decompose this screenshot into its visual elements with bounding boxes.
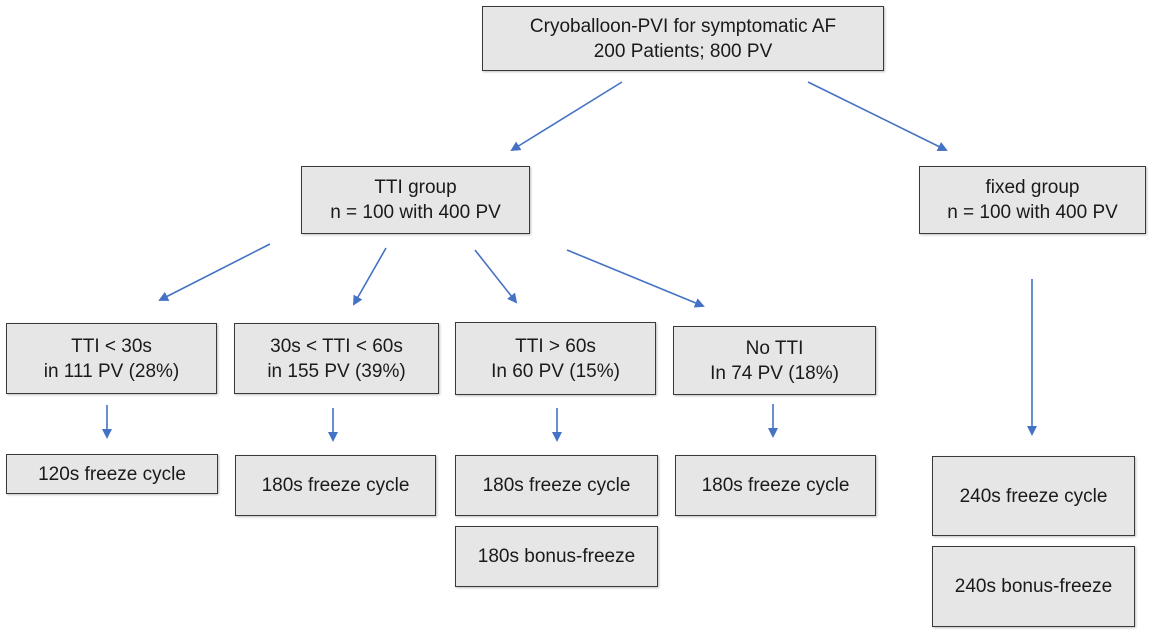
freeze-label: 180s freeze cycle xyxy=(482,475,631,496)
tti-group-title: TTI group xyxy=(374,177,457,198)
fixed-group-title: fixed group xyxy=(985,177,1080,198)
bonus-freeze-label: 240s bonus-freeze xyxy=(954,576,1113,597)
freeze-box-gt60: 180s freeze cycle xyxy=(455,455,658,516)
subgroup-label: TTI > 60s xyxy=(515,335,596,357)
root-subtitle: 200 Patients; 800 PV xyxy=(593,40,773,62)
freeze-label: 120s freeze cycle xyxy=(38,463,186,485)
arrow-tti-to-none xyxy=(566,249,705,308)
freeze-box-none: 180s freeze cycle xyxy=(675,455,876,516)
bonus-freeze-box-fixed: 240s bonus-freeze xyxy=(932,546,1135,627)
freeze-label: 180s freeze cycle xyxy=(261,475,410,496)
freeze-label: 240s freeze cycle xyxy=(959,485,1108,507)
fixed-group-box: fixed group n = 100 with 400 PV xyxy=(919,166,1146,234)
subgroup-box-none: No TTI In 74 PV (18%) xyxy=(673,326,876,395)
subgroup-label: No TTI xyxy=(745,337,804,359)
freeze-label: 180s freeze cycle xyxy=(701,475,850,496)
arrow-root-to-tti xyxy=(510,81,623,152)
subgroup-count: In 74 PV (18%) xyxy=(710,362,839,384)
bonus-freeze-box-gt60: 180s bonus-freeze xyxy=(455,526,658,587)
tti-group-box: TTI group n = 100 with 400 PV xyxy=(301,166,530,234)
subgroup-count: in 155 PV (39%) xyxy=(267,360,406,382)
subgroup-box-30to60: 30s < TTI < 60s in 155 PV (39%) xyxy=(234,323,439,394)
arrow-tti-to-gt60 xyxy=(474,249,518,304)
root-title: Cryoballoon-PVI for symptomatic AF xyxy=(529,15,837,37)
freeze-box-30to60: 180s freeze cycle xyxy=(235,455,436,516)
subgroup-label: TTI < 30s xyxy=(71,335,152,357)
root-box: Cryoballoon-PVI for symptomatic AF 200 P… xyxy=(482,6,884,71)
arrow-root-to-fixed xyxy=(807,81,948,151)
bonus-freeze-label: 180s bonus-freeze xyxy=(477,546,636,567)
subgroup-box-lt30: TTI < 30s in 111 PV (28%) xyxy=(6,323,217,394)
subgroup-box-gt60: TTI > 60s In 60 PV (15%) xyxy=(455,322,656,395)
fixed-group-count: n = 100 with 400 PV xyxy=(947,202,1118,223)
tti-group-count: n = 100 with 400 PV xyxy=(330,202,501,223)
subgroup-label: 30s < TTI < 60s xyxy=(270,335,403,357)
freeze-box-lt30: 120s freeze cycle xyxy=(6,454,218,494)
subgroup-count: In 60 PV (15%) xyxy=(491,360,620,382)
arrow-tti-to-lt30 xyxy=(158,243,271,301)
arrow-tti-to-30to60 xyxy=(353,247,387,306)
freeze-box-fixed: 240s freeze cycle xyxy=(932,456,1135,536)
subgroup-count: in 111 PV (28%) xyxy=(43,360,180,382)
